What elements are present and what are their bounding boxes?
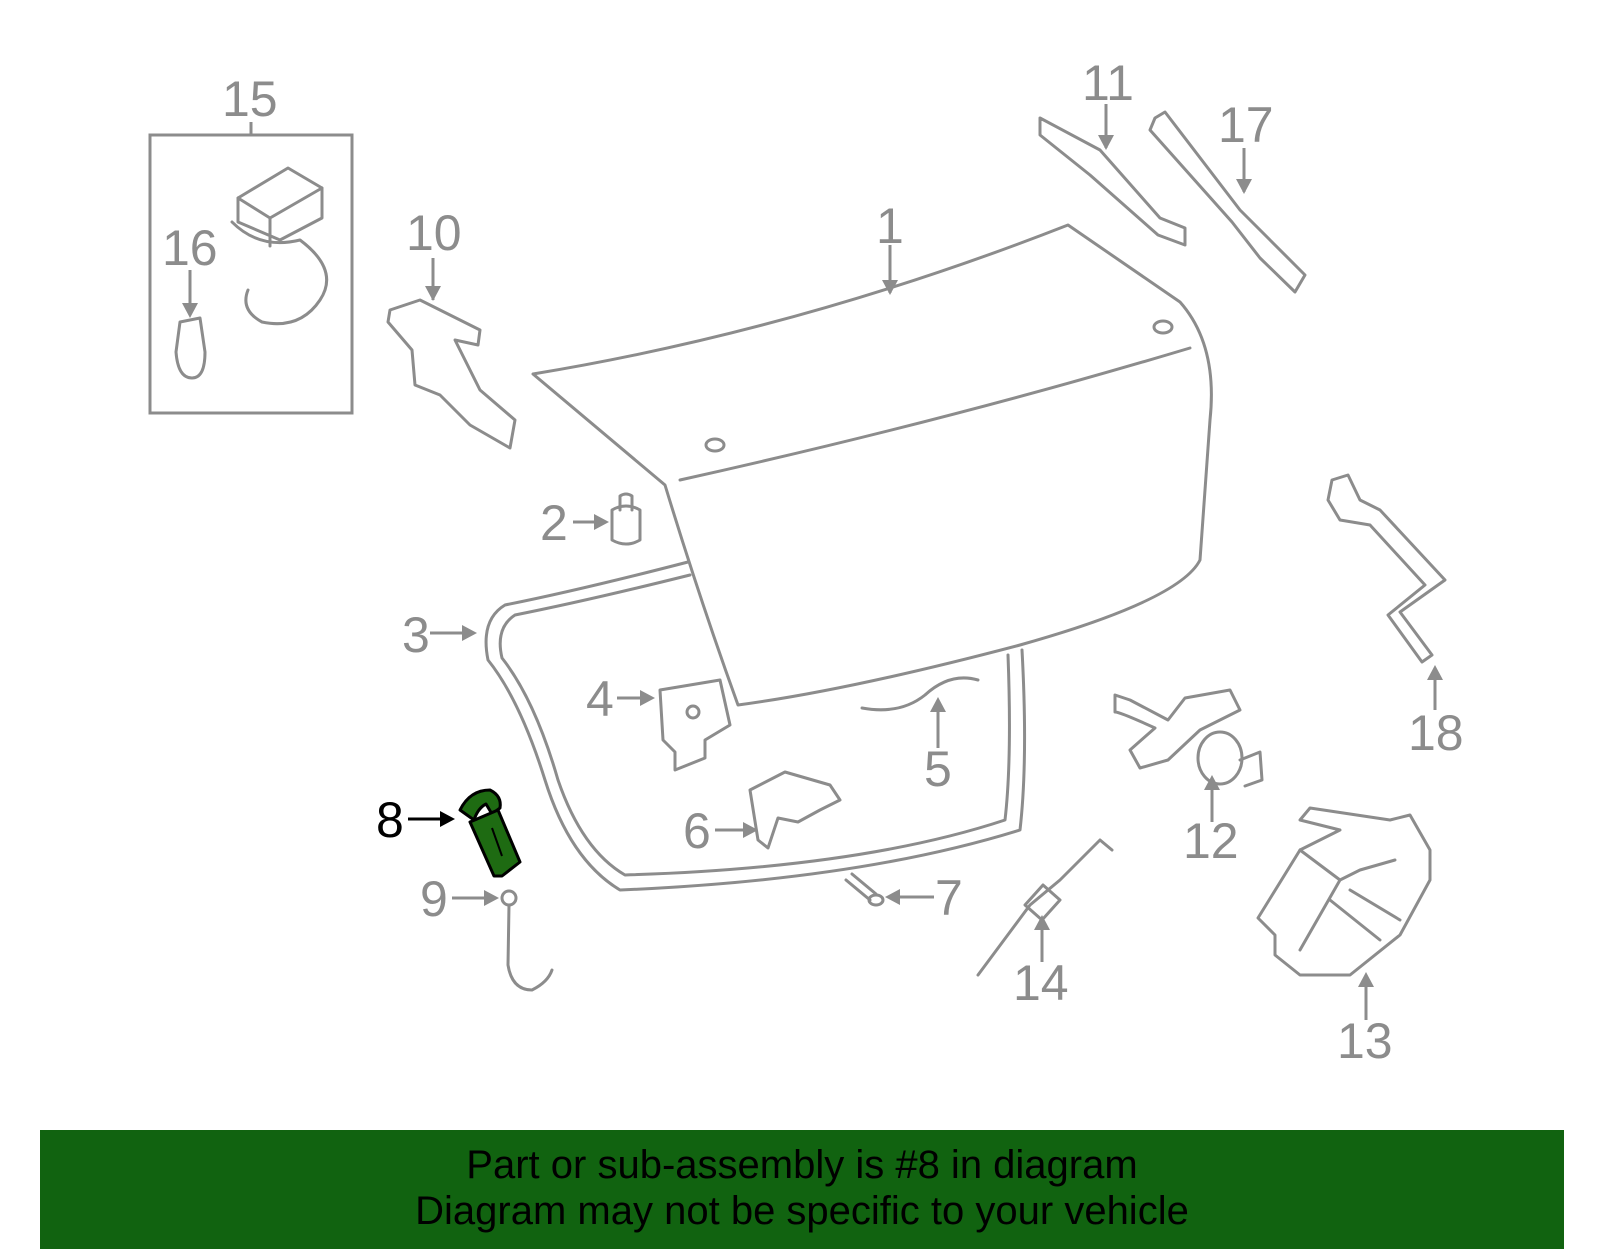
callout-9: 9 [420, 871, 448, 927]
banner-line-part-number: Part or sub-assembly is #8 in diagram [466, 1143, 1138, 1187]
callout-15: 15 [222, 71, 278, 127]
callout-7: 7 [935, 870, 963, 926]
callout-8: 8 [376, 792, 404, 848]
part-2-bumper-stop [573, 492, 642, 546]
part-1-trunk-lid [531, 223, 1213, 707]
part-16-bulb [174, 270, 207, 380]
part-18-rod-clip [1326, 473, 1447, 710]
part-5-rod [860, 676, 980, 748]
callout-14: 14 [1013, 955, 1069, 1011]
part-14-release-cable [976, 838, 1114, 977]
callout-2: 2 [540, 495, 568, 551]
banner-line-disclaimer: Diagram may not be specific to your vehi… [415, 1189, 1189, 1233]
part-6-bracket [715, 770, 842, 850]
callout-11: 11 [1082, 55, 1134, 111]
callout-5: 5 [924, 741, 952, 797]
callout-16: 16 [162, 220, 218, 276]
callout-13: 13 [1337, 1013, 1393, 1069]
part-15-lamp-assembly [148, 122, 354, 415]
callout-1: 1 [876, 198, 904, 254]
part-7-bolt [844, 872, 934, 907]
callout-4: 4 [586, 671, 614, 727]
callout-10: 10 [406, 205, 462, 261]
part-4-bracket [617, 678, 732, 772]
info-banner: Part or sub-assembly is #8 in diagram Di… [40, 1130, 1564, 1249]
part-3-weatherstrip [430, 560, 1027, 892]
callout-17: 17 [1218, 97, 1274, 153]
callout-18: 18 [1408, 705, 1464, 761]
part-17-lift-strut [1148, 110, 1307, 294]
part-11-hinge-arm [1038, 104, 1187, 247]
callout-6: 6 [683, 803, 711, 859]
part-9-cable [452, 889, 554, 992]
part-12-lock-cylinder [1113, 688, 1264, 822]
callout-12: 12 [1183, 813, 1239, 869]
part-13-latch [1256, 806, 1432, 1020]
part-8-highlighted-part [408, 788, 522, 878]
parts-diagram: 15 16 10 11 17 1 2 3 4 5 6 7 8 9 12 13 1… [148, 55, 1464, 1069]
part-10-hinge [386, 258, 517, 450]
callout-3: 3 [402, 607, 430, 663]
